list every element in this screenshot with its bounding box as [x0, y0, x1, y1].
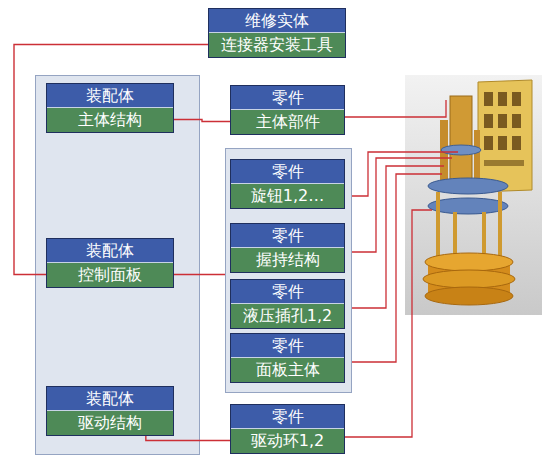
entity-name: 驱动环1,2: [231, 428, 344, 453]
control-board-render: [484, 160, 524, 166]
control-board-render: [512, 92, 521, 106]
entity-type-header: 零件: [231, 405, 344, 428]
leader-line: [345, 174, 442, 362]
leader-line: [345, 210, 432, 437]
entity-name: 旋钮1,2…: [231, 183, 344, 208]
entity-box: 装配体主体结构: [46, 83, 174, 133]
entity-type-header: 维修实体: [209, 9, 345, 32]
entity-box: 零件主体部件: [230, 85, 345, 135]
entity-box: 零件驱动环1,2: [230, 404, 345, 454]
entity-name: 驱动结构: [47, 410, 173, 435]
leader-line: [345, 158, 452, 252]
entity-type-header: 零件: [231, 224, 344, 247]
base-render: [425, 287, 513, 305]
group-panel: 装配体主体结构装配体控制面板装配体驱动结构: [35, 75, 200, 455]
control-board-render: [478, 80, 532, 192]
entity-type-header: 零件: [231, 280, 344, 303]
control-board-render: [484, 136, 493, 150]
control-board-render: [498, 92, 507, 106]
entity-box: 装配体驱动结构: [46, 386, 174, 436]
leader-line: [345, 166, 444, 308]
leader-line: [345, 100, 458, 437]
entity-type-header: 零件: [231, 86, 344, 109]
entity-name: 握持结构: [231, 247, 344, 272]
control-board-render: [498, 114, 507, 128]
entity-box: 零件液压插孔1,2: [230, 279, 345, 329]
control-board-render: [484, 114, 493, 128]
control-board-render: [478, 80, 532, 192]
entity-type-header: 装配体: [47, 239, 173, 262]
relation-connector: [14, 45, 208, 275]
entity-type-header: 零件: [231, 160, 344, 183]
entity-name: 连接器安装工具: [209, 32, 345, 57]
entity-name: 液压插孔1,2: [231, 303, 344, 328]
entity-box: 零件握持结构: [230, 223, 345, 273]
base-render: [425, 253, 513, 271]
base-render: [423, 253, 515, 305]
leader-line: [345, 100, 446, 117]
entity-name: 面板主体: [231, 357, 344, 382]
relation-connector: [174, 120, 230, 122]
group-panel: 零件旋钮1,2…零件握持结构零件液压插孔1,2零件面板主体: [225, 148, 352, 393]
control-board-render: [498, 136, 507, 150]
entity-box: 零件面板主体: [230, 333, 345, 383]
entity-type-header: 装配体: [47, 84, 173, 107]
column-render: [441, 145, 481, 155]
entity-box: 维修实体连接器安装工具: [208, 8, 346, 58]
entity-name: 主体结构: [47, 107, 173, 132]
entity-name: 主体部件: [231, 109, 344, 134]
entity-type-header: 装配体: [47, 387, 173, 410]
base-render: [423, 270, 515, 288]
entity-box: 装配体控制面板: [46, 238, 174, 288]
control-board-render: [484, 92, 493, 106]
column-render: [428, 178, 508, 194]
entity-type-header: 零件: [231, 334, 344, 357]
relation-connector: [174, 274, 225, 275]
relation-connector: [146, 436, 230, 441]
entity-box: 零件旋钮1,2…: [230, 159, 345, 209]
entity-name: 控制面板: [47, 262, 173, 287]
control-board-render: [512, 114, 521, 128]
control-board-render: [512, 136, 521, 150]
render-background: [405, 75, 542, 315]
